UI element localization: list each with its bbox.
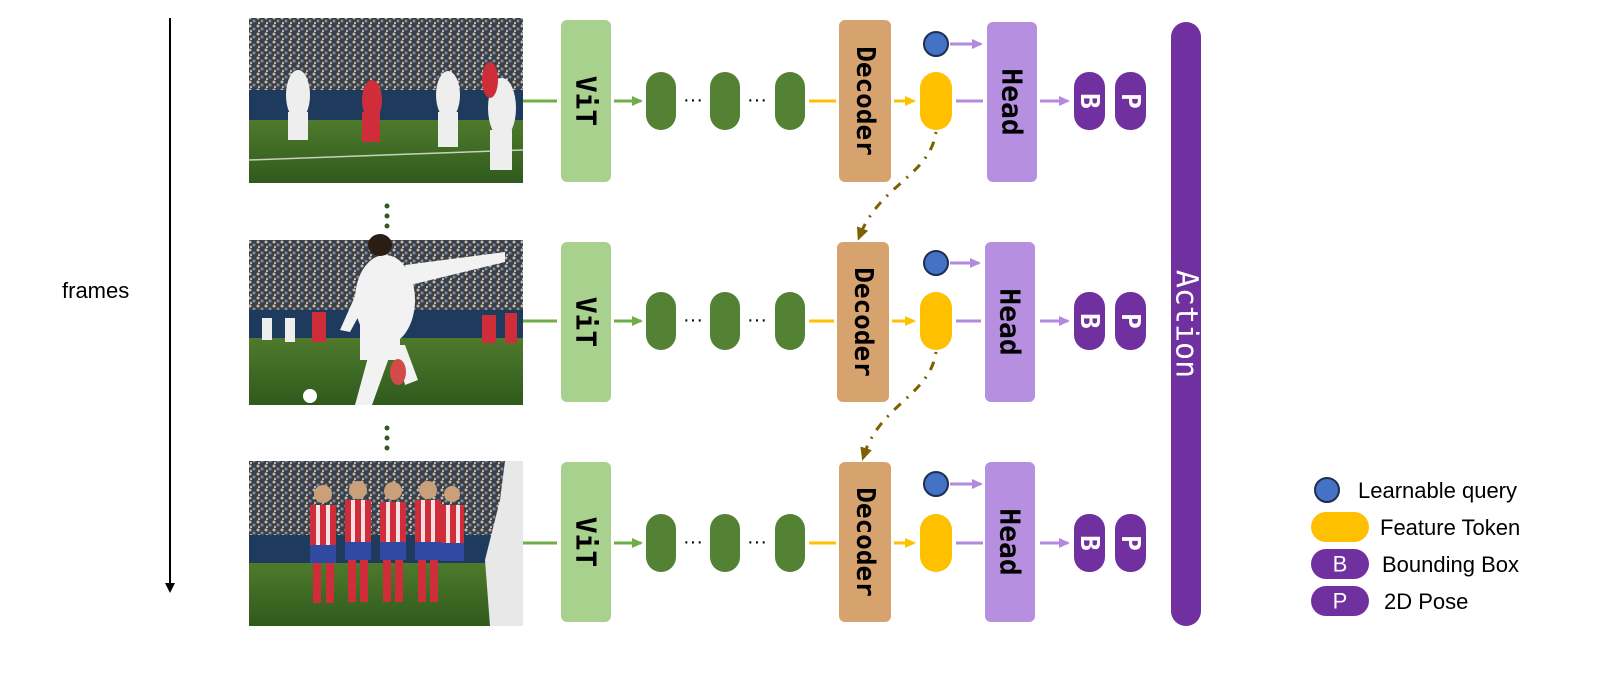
visual-token [710, 72, 740, 130]
decoder-label: Decoder [850, 487, 880, 597]
action-output-bar [1171, 22, 1201, 626]
bbox-letter: B [1074, 535, 1104, 551]
pose-output [1115, 514, 1146, 572]
frame-row-1: ViT ··· ··· Decoder Head B P [248, 18, 1146, 183]
vit-block-3 [561, 462, 611, 622]
video-frame-3 [249, 461, 523, 626]
legend-query-swatch [1314, 477, 1340, 503]
head-label: Head [994, 288, 1027, 355]
decoder-block-2 [837, 242, 889, 402]
pose-letter: P [1115, 535, 1145, 551]
head-block-3 [985, 462, 1035, 622]
legend-feature-label: Feature Token [1380, 515, 1520, 540]
visual-token [710, 514, 740, 572]
token-ellipsis: ··· [683, 531, 703, 553]
legend: Learnable query Feature Token B Bounding… [1311, 477, 1520, 616]
pose-letter: P [1115, 313, 1145, 329]
visual-token [646, 292, 676, 350]
video-frame-2 [249, 234, 523, 405]
pose-output [1115, 292, 1146, 350]
bbox-output [1074, 72, 1105, 130]
frames-axis-label: frames [62, 278, 129, 303]
feature-token [920, 72, 952, 130]
visual-token [710, 292, 740, 350]
legend-pose-swatch [1311, 586, 1369, 616]
token-ellipsis: ··· [747, 531, 767, 553]
vit-label: ViT [570, 297, 603, 348]
vit-label: ViT [570, 517, 603, 568]
pose-letter: P [1115, 93, 1145, 109]
video-frame-1 [248, 18, 524, 183]
vit-block-1 [561, 20, 611, 182]
token-ellipsis: ··· [747, 309, 767, 331]
decoder-block-1 [839, 20, 891, 182]
frame-ellipsis-2 [384, 425, 390, 451]
token-ellipsis: ··· [683, 309, 703, 331]
frame-row-3: ViT ··· ··· Decoder Head B P [249, 461, 1146, 626]
head-block-2 [985, 242, 1035, 402]
temporal-propagation-arrow-1 [857, 131, 938, 241]
frame-row-2: ViT ··· ··· Decoder Head B P [249, 234, 1146, 405]
vit-block-2 [561, 242, 611, 402]
bbox-output [1074, 292, 1105, 350]
visual-token [646, 514, 676, 572]
learnable-query [923, 471, 949, 497]
decoder-label: Decoder [848, 267, 878, 377]
head-label: Head [996, 68, 1029, 135]
pose-output [1115, 72, 1146, 130]
bbox-letter: B [1074, 313, 1104, 329]
bbox-output [1074, 514, 1105, 572]
decoder-block-3 [839, 462, 891, 622]
action-label: Action [1169, 270, 1204, 378]
legend-bbox-swatch [1311, 549, 1369, 579]
temporal-propagation-arrow-2 [860, 351, 938, 461]
learnable-query [923, 31, 949, 57]
head-label: Head [994, 508, 1027, 575]
learnable-query [923, 250, 949, 276]
decoder-label: Decoder [850, 46, 880, 156]
vit-label: ViT [570, 76, 603, 127]
head-block-1 [987, 22, 1037, 182]
legend-bbox-label: Bounding Box [1382, 552, 1519, 577]
token-ellipsis: ··· [747, 89, 767, 111]
visual-token [775, 514, 805, 572]
legend-bbox-letter: B [1333, 552, 1348, 577]
feature-token [920, 292, 952, 350]
frame-ellipsis-1 [384, 203, 390, 229]
legend-query-label: Learnable query [1358, 478, 1517, 503]
feature-token [920, 514, 952, 572]
legend-pose-label: 2D Pose [1384, 589, 1468, 614]
bbox-letter: B [1074, 93, 1104, 109]
visual-token [775, 72, 805, 130]
legend-pose-letter: P [1333, 589, 1348, 614]
token-ellipsis: ··· [683, 89, 703, 111]
visual-token [775, 292, 805, 350]
legend-feature-swatch [1311, 512, 1369, 542]
visual-token [646, 72, 676, 130]
